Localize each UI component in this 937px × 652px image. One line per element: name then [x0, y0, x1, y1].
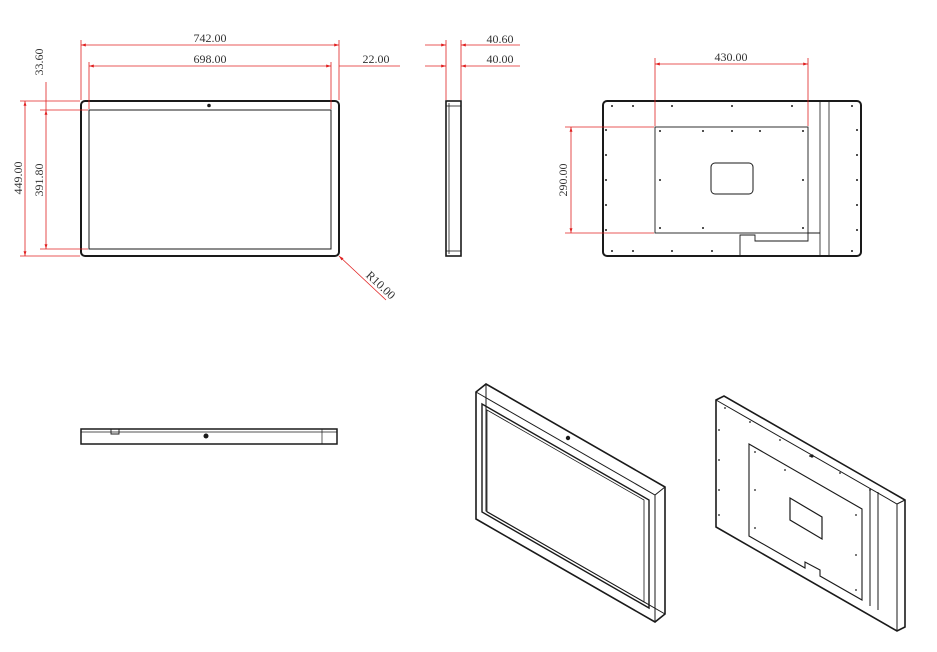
iso-rear-outer	[715, 395, 906, 632]
front-camera-dot	[207, 103, 211, 108]
rear-vesa-cutout	[710, 162, 754, 195]
rear-housing-outline	[602, 100, 862, 257]
front-screen-outline	[88, 109, 332, 250]
isometric-front-view	[475, 383, 666, 623]
rear-view	[602, 100, 862, 257]
rear-dimensions: 430.00 290.00	[556, 50, 809, 234]
rear-connector-notch	[739, 232, 820, 256]
plate-height-label: 290.00	[556, 164, 570, 197]
side-bezel-label: 22.00	[363, 52, 390, 66]
side-profile-outline	[445, 100, 462, 257]
depth-outer-label: 40.60	[487, 32, 514, 46]
iso-rear-cutout	[789, 496, 823, 541]
inner-width-label: 698.00	[194, 52, 227, 66]
top-view	[80, 428, 338, 445]
side-view	[445, 100, 462, 257]
side-dimensions: 40.60 40.00	[425, 32, 520, 100]
iso-rear-screw-holes	[718, 407, 871, 591]
corner-radius-label: R10.00	[363, 268, 398, 302]
inner-height-label: 391.80	[32, 164, 46, 197]
front-dimensions: 742.00 698.00 22.00 449.00 391.80 33.60 …	[11, 31, 400, 302]
top-bezel-label: 33.60	[32, 49, 46, 76]
rear-screw-holes	[605, 105, 858, 252]
outer-width-label: 742.00	[194, 31, 227, 45]
front-view	[80, 100, 340, 257]
isometric-rear-view	[715, 395, 906, 632]
iso-rear-plate	[748, 443, 863, 601]
front-bezel-outline	[80, 100, 340, 257]
top-notch	[110, 429, 120, 435]
plate-width-label: 430.00	[715, 50, 748, 64]
top-port-hole	[203, 433, 209, 439]
iso-camera-dot	[565, 435, 571, 441]
depth-inner-label: 40.00	[487, 52, 514, 66]
rear-mounting-plate	[654, 126, 809, 234]
top-profile-outline	[80, 428, 338, 445]
iso-front-screen	[481, 402, 650, 610]
corner-radius-leader	[338, 255, 387, 301]
outer-height-label: 449.00	[11, 162, 25, 195]
